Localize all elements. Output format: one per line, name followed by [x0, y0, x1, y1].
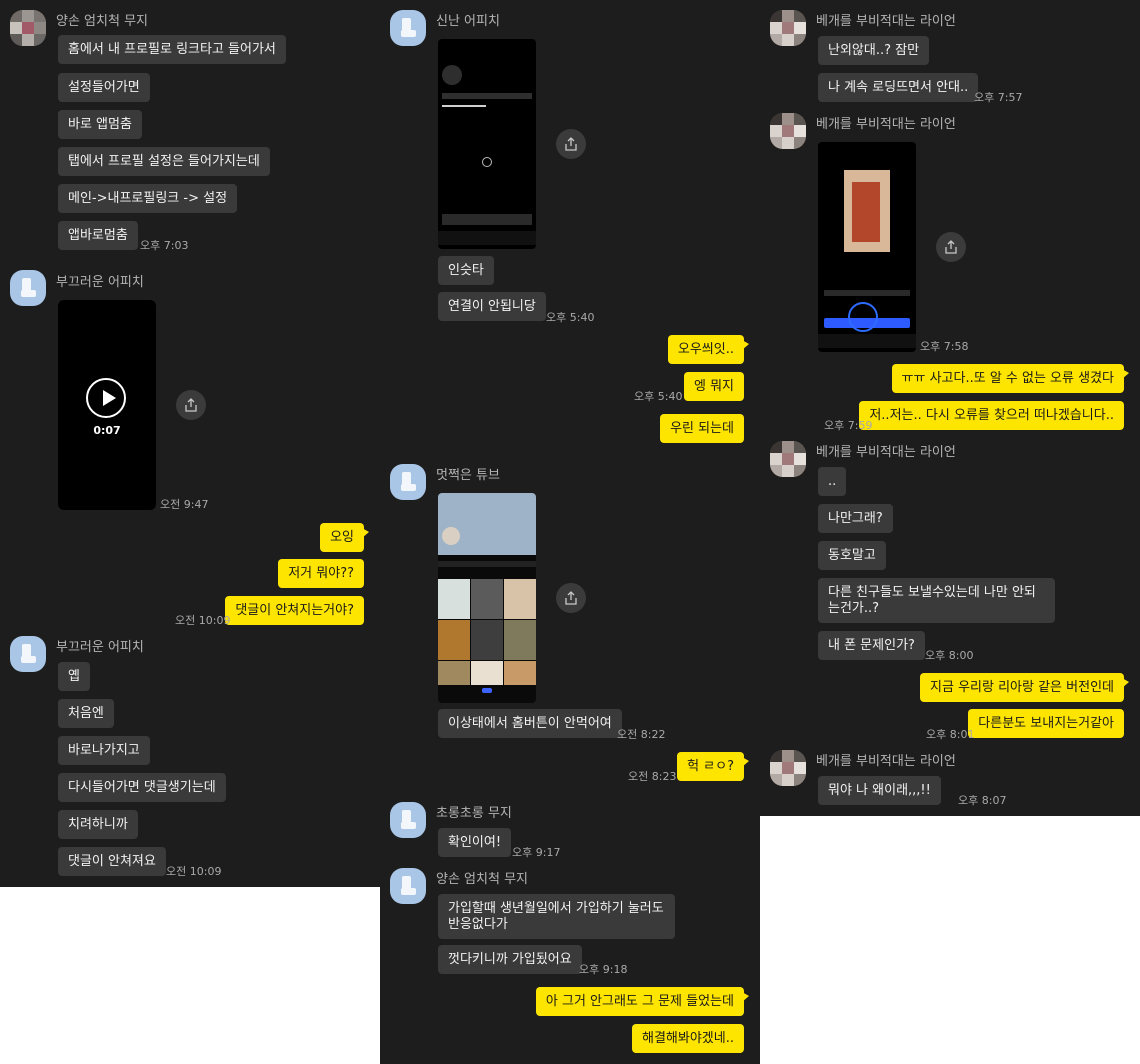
video-message[interactable]: 0:07 — [58, 300, 156, 510]
timestamp: 오전 8:22 — [617, 728, 666, 741]
timestamp: 오후 8:00 — [925, 649, 974, 662]
message-bubble[interactable]: 치려하니까 — [58, 810, 138, 839]
timestamp: 오후 7:57 — [974, 91, 1023, 104]
avatar[interactable] — [10, 10, 46, 46]
message-bubble[interactable]: 나만그래? — [818, 504, 893, 533]
sender-name: 초롱초롱 무지 — [436, 806, 512, 821]
message-bubble[interactable]: 난외않대..? 잠만 — [818, 36, 930, 65]
my-message-bubble[interactable]: ㅠㅠ 사고다..또 알 수 없는 오류 생겼다 — [891, 364, 1130, 393]
timestamp: 오후 5:40 — [546, 311, 595, 324]
my-message-bubble[interactable]: 댓글이 안쳐지는거야? — [225, 596, 364, 625]
share-icon[interactable] — [176, 390, 206, 420]
my-message-bubble[interactable]: 저거 뭐야?? — [278, 559, 364, 588]
message-bubble[interactable]: 연결이 안됩니당 — [438, 292, 546, 321]
sender-name: 양손 엄치척 무지 — [56, 14, 148, 29]
timestamp: 오후 9:18 — [579, 963, 628, 976]
avatar[interactable] — [10, 270, 46, 306]
timestamp: 오전 9:47 — [160, 498, 209, 511]
share-icon[interactable] — [936, 232, 966, 262]
sender-name: 양손 엄치척 무지 — [436, 872, 528, 887]
message-bubble[interactable]: 확인이여! — [438, 828, 512, 857]
screenshot-image[interactable] — [818, 142, 916, 352]
timestamp: 오후 8:07 — [958, 794, 1007, 807]
my-message-bubble[interactable]: 저..저는.. 다시 오류를 찾으러 떠나겠습니다.. — [859, 401, 1124, 430]
message-bubble[interactable]: 이상태에서 홈버튼이 안먹어여 — [438, 709, 622, 738]
sender-name: 부끄러운 어피치 — [56, 275, 144, 290]
screenshot-image[interactable] — [438, 493, 536, 703]
message-bubble[interactable]: .. — [818, 467, 847, 496]
timestamp: 오후 5:40 — [634, 390, 683, 403]
message-bubble[interactable]: 탭에서 프로필 설정은 들어가지는데 — [58, 147, 270, 176]
message-bubble[interactable]: 인슷타 — [438, 256, 494, 285]
play-icon[interactable] — [86, 378, 126, 418]
timestamp: 오후 8:01 — [926, 728, 975, 741]
message-bubble[interactable]: 처음엔 — [58, 699, 114, 728]
timestamp: 오후 7:58 — [920, 340, 969, 353]
message-bubble[interactable]: 바로나가지고 — [58, 736, 150, 765]
screenshot-image[interactable] — [438, 39, 536, 249]
timestamp: 오전 10:09 — [166, 865, 222, 878]
message-bubble[interactable]: 껏다키니까 가입됬어요 — [438, 945, 582, 974]
avatar[interactable] — [770, 113, 806, 149]
message-bubble[interactable]: 내 폰 문제인가? — [818, 631, 925, 660]
my-message-bubble[interactable]: 지금 우리랑 리아랑 같은 버전인데 — [920, 673, 1129, 702]
my-message-bubble[interactable]: 다른분도 보내지는거같아 — [968, 709, 1124, 738]
message-bubble[interactable]: 동호말고 — [818, 541, 886, 570]
timestamp: 오후 7:03 — [140, 239, 189, 252]
avatar[interactable] — [10, 636, 46, 672]
sender-name: 신난 어피치 — [436, 14, 500, 29]
my-message-bubble[interactable]: 우린 되는데 — [660, 414, 744, 443]
sender-name: 베개를 부비적대는 라이언 — [816, 14, 956, 29]
sender-name: 멋쩍은 튜브 — [436, 468, 500, 483]
avatar[interactable] — [770, 750, 806, 786]
timestamp: 오전 8:23 — [628, 770, 677, 783]
video-duration: 0:07 — [93, 424, 121, 437]
message-bubble[interactable]: 옙 — [58, 662, 90, 691]
avatar[interactable] — [390, 464, 426, 500]
message-bubble[interactable]: 다른 친구들도 보낼수있는데 나만 안되는건가..? — [818, 578, 1055, 623]
message-bubble[interactable]: 설정들어가면 — [58, 73, 150, 102]
avatar[interactable] — [770, 10, 806, 46]
message-bubble[interactable]: 나 계속 로딩뜨면서 안대.. — [818, 73, 979, 102]
chat-panel-3: 베개를 부비적대는 라이언 난외않대..? 잠만 나 계속 로딩뜨면서 안대..… — [760, 0, 1140, 816]
sender-name: 베개를 부비적대는 라이언 — [816, 117, 956, 132]
timestamp: 오전 10:09 — [175, 614, 231, 627]
timestamp: 오후 7:59 — [824, 419, 873, 432]
my-message-bubble[interactable]: 해결해봐야겠네.. — [632, 1024, 744, 1053]
message-bubble[interactable]: 댓글이 안쳐져요 — [58, 847, 166, 876]
message-bubble[interactable]: 메인->내프로필링크 -> 설정 — [58, 184, 238, 213]
message-bubble[interactable]: 다시들어가면 댓글생기는데 — [58, 773, 226, 802]
timestamp: 오후 9:17 — [512, 846, 561, 859]
share-icon[interactable] — [556, 583, 586, 613]
chat-panel-2: 신난 어피치 인슷타 연결이 안됩니당 오후 5:40 오우씌잇.. 엥 뭐지 … — [380, 0, 760, 1064]
avatar[interactable] — [390, 802, 426, 838]
my-message-bubble[interactable]: 엥 뭐지 — [683, 372, 744, 401]
share-icon[interactable] — [556, 129, 586, 159]
my-message-bubble[interactable]: 오우씌잇.. — [667, 335, 750, 364]
sender-name: 베개를 부비적대는 라이언 — [816, 754, 956, 769]
my-message-bubble[interactable]: 헉 ㄹㅇ? — [677, 752, 749, 781]
avatar[interactable] — [390, 10, 426, 46]
avatar[interactable] — [770, 441, 806, 477]
chat-panel-1: 양손 엄치척 무지 홈에서 내 프로필로 링크타고 들어가서 설정들어가면 바로… — [0, 0, 380, 887]
message-bubble[interactable]: 뭐야 나 왜이래,,,!! — [818, 776, 941, 805]
avatar[interactable] — [390, 868, 426, 904]
message-bubble[interactable]: 앱바로멈춤 — [58, 221, 138, 250]
sender-name: 베개를 부비적대는 라이언 — [816, 445, 956, 460]
my-message-bubble[interactable]: 오잉 — [320, 523, 369, 552]
message-bubble[interactable]: 바로 앱멈춤 — [58, 110, 142, 139]
message-bubble[interactable]: 가입할때 생년월일에서 가입하기 눌러도 반응없다가 — [438, 894, 675, 939]
sender-name: 부끄러운 어피치 — [56, 640, 144, 655]
my-message-bubble[interactable]: 아 그거 안그래도 그 문제 들었는데 — [535, 987, 750, 1016]
message-bubble[interactable]: 홈에서 내 프로필로 링크타고 들어가서 — [58, 35, 286, 64]
